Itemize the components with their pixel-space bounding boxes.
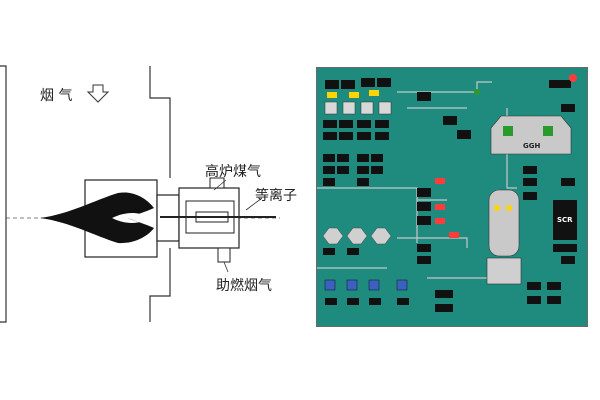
absorber-tower [486, 189, 522, 285]
top-left-readouts [323, 78, 392, 140]
scada-graphics: GGH SCR [317, 68, 587, 326]
flame-core [112, 213, 140, 223]
duct-wall-right [149, 66, 171, 322]
ggh-unit: GGH [490, 115, 572, 155]
ggh-label: GGH [523, 142, 540, 150]
air-inlet-bottom [217, 247, 231, 263]
plasma-label: 等离子 [255, 187, 297, 204]
status-indicators [435, 74, 577, 238]
leader-air [223, 261, 229, 273]
flue-gas-label: 烟 气 [40, 88, 72, 104]
flame [40, 192, 154, 244]
right-readouts [523, 80, 575, 304]
scr-label: SCR [557, 216, 573, 224]
mid-left-readouts [323, 154, 383, 186]
combustion-air-label: 助燃烟气 [216, 277, 272, 294]
scada-screen: GGH SCR [316, 67, 588, 327]
leader-gas [213, 179, 227, 191]
duct-wall-left [0, 65, 7, 323]
center-readouts [417, 92, 471, 312]
leader-plasma [245, 197, 263, 211]
pumps [324, 279, 409, 305]
scr-unit: SCR [553, 200, 577, 252]
down-arrow-icon [86, 84, 110, 103]
blast-furnace-gas-label: 高炉煤气 [205, 163, 261, 180]
storage-tanks [322, 227, 392, 255]
process-pipes [317, 81, 517, 279]
burner-schematic: 烟 气 高炉煤气 等离子 助燃烟气 [0, 65, 297, 323]
